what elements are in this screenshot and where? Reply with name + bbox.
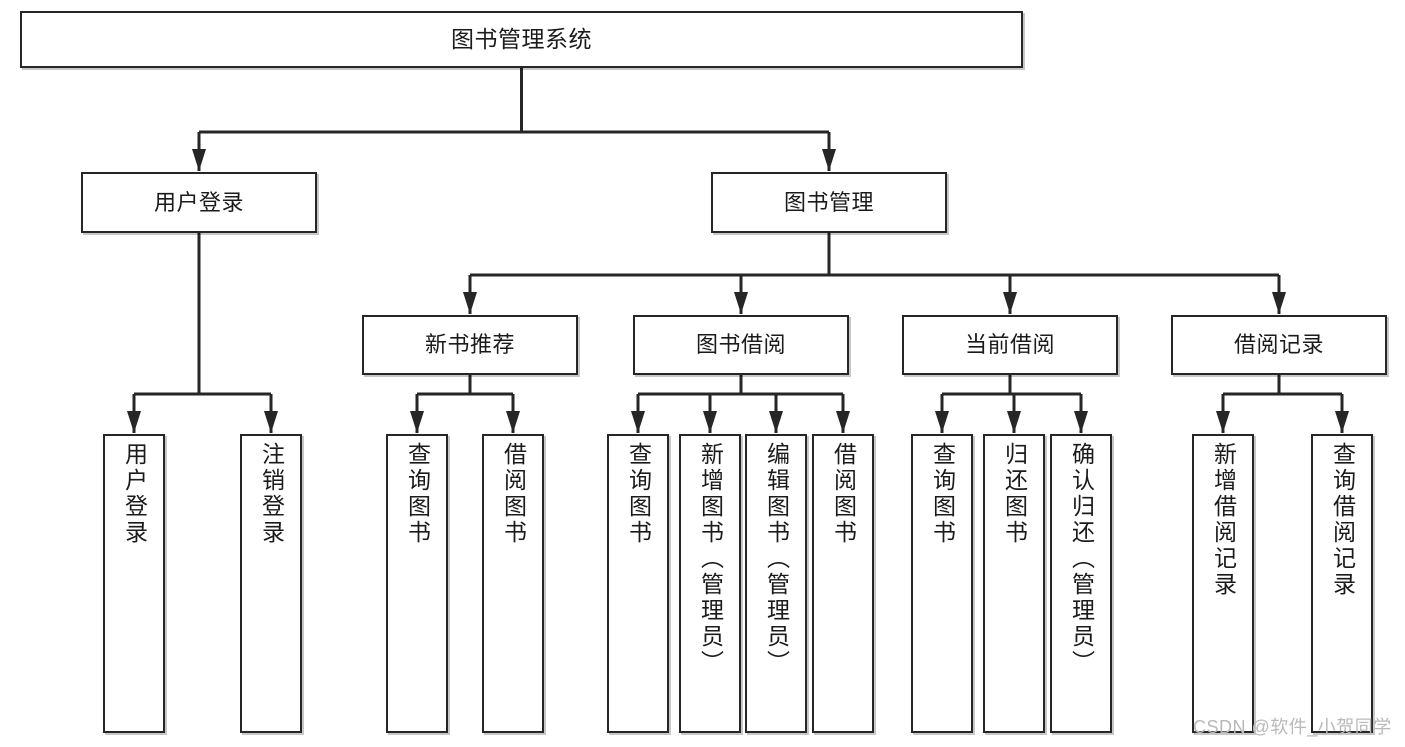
node-label: 当前借阅: [964, 332, 1055, 358]
arrowhead-icon: [1216, 411, 1230, 433]
arrowhead-icon: [1272, 292, 1286, 314]
arrowhead-icon: [631, 411, 645, 433]
node-label: 图书管理: [783, 189, 874, 215]
arrowhead-icon: [1003, 292, 1017, 314]
arrowhead-icon: [1007, 411, 1021, 433]
node-leaf-query-book-1[interactable]: 查询图书: [386, 434, 448, 733]
node-book-borrow[interactable]: 图书借阅: [633, 315, 849, 375]
node-label: 归还图书: [1001, 442, 1028, 546]
node-label: 注销登录: [258, 442, 285, 546]
node-label: 图书管理系统: [451, 25, 592, 52]
arrowhead-icon: [506, 411, 520, 433]
arrowhead-icon: [734, 292, 748, 314]
node-new-book-rec[interactable]: 新书推荐: [362, 315, 578, 375]
node-label: 图书借阅: [695, 332, 786, 358]
node-label: 查询图书: [625, 442, 652, 546]
arrowhead-icon: [822, 149, 836, 171]
node-leaf-borrow-book-2[interactable]: 借阅图书: [812, 434, 874, 733]
node-label: 查询图书: [404, 442, 431, 546]
node-leaf-edit-book[interactable]: 编辑图书（管理员）: [745, 434, 807, 733]
node-label: 新增图书（管理员）: [697, 442, 724, 676]
node-leaf-return-book[interactable]: 归还图书: [983, 434, 1045, 733]
node-current-borrow[interactable]: 当前借阅: [902, 315, 1118, 375]
node-label: 用户登录: [153, 189, 244, 215]
node-label: 借阅记录: [1233, 332, 1324, 358]
node-leaf-query-book-2[interactable]: 查询图书: [607, 434, 669, 733]
node-borrow-record[interactable]: 借阅记录: [1171, 315, 1387, 375]
arrowhead-icon: [192, 149, 206, 171]
arrowhead-icon: [1074, 411, 1088, 433]
arrowhead-icon: [264, 411, 278, 433]
node-leaf-query-book-3[interactable]: 查询图书: [911, 434, 973, 733]
node-label: 用户登录: [121, 442, 148, 546]
watermark-text: CSDN @软件_小贺同学: [1193, 717, 1392, 737]
arrowhead-icon: [935, 411, 949, 433]
node-label: 借阅图书: [500, 442, 527, 546]
node-leaf-query-record[interactable]: 查询借阅记录: [1311, 434, 1373, 733]
arrowhead-icon: [1335, 411, 1349, 433]
node-book-manage[interactable]: 图书管理: [711, 172, 947, 233]
arrowhead-icon: [769, 411, 783, 433]
node-leaf-user-login[interactable]: 用户登录: [103, 434, 165, 733]
node-leaf-confirm-ret[interactable]: 确认归还（管理员）: [1050, 434, 1112, 733]
node-label: 编辑图书（管理员）: [763, 442, 790, 676]
node-leaf-add-book[interactable]: 新增图书（管理员）: [679, 434, 741, 733]
node-user-login[interactable]: 用户登录: [81, 172, 317, 233]
node-label: 查询图书: [929, 442, 956, 546]
node-label: 新增借阅记录: [1210, 442, 1237, 598]
arrowhead-icon: [703, 411, 717, 433]
node-leaf-user-logout[interactable]: 注销登录: [240, 434, 302, 733]
node-leaf-borrow-book-1[interactable]: 借阅图书: [482, 434, 544, 733]
node-label: 查询借阅记录: [1329, 442, 1356, 598]
arrowhead-icon: [410, 411, 424, 433]
node-label: 确认归还（管理员）: [1068, 442, 1095, 676]
arrowhead-icon: [127, 411, 141, 433]
arrowhead-icon: [836, 411, 850, 433]
node-root[interactable]: 图书管理系统: [20, 11, 1023, 68]
node-label: 新书推荐: [424, 332, 515, 358]
node-label: 借阅图书: [830, 442, 857, 546]
node-leaf-add-record[interactable]: 新增借阅记录: [1192, 434, 1254, 733]
arrowhead-icon: [463, 292, 477, 314]
